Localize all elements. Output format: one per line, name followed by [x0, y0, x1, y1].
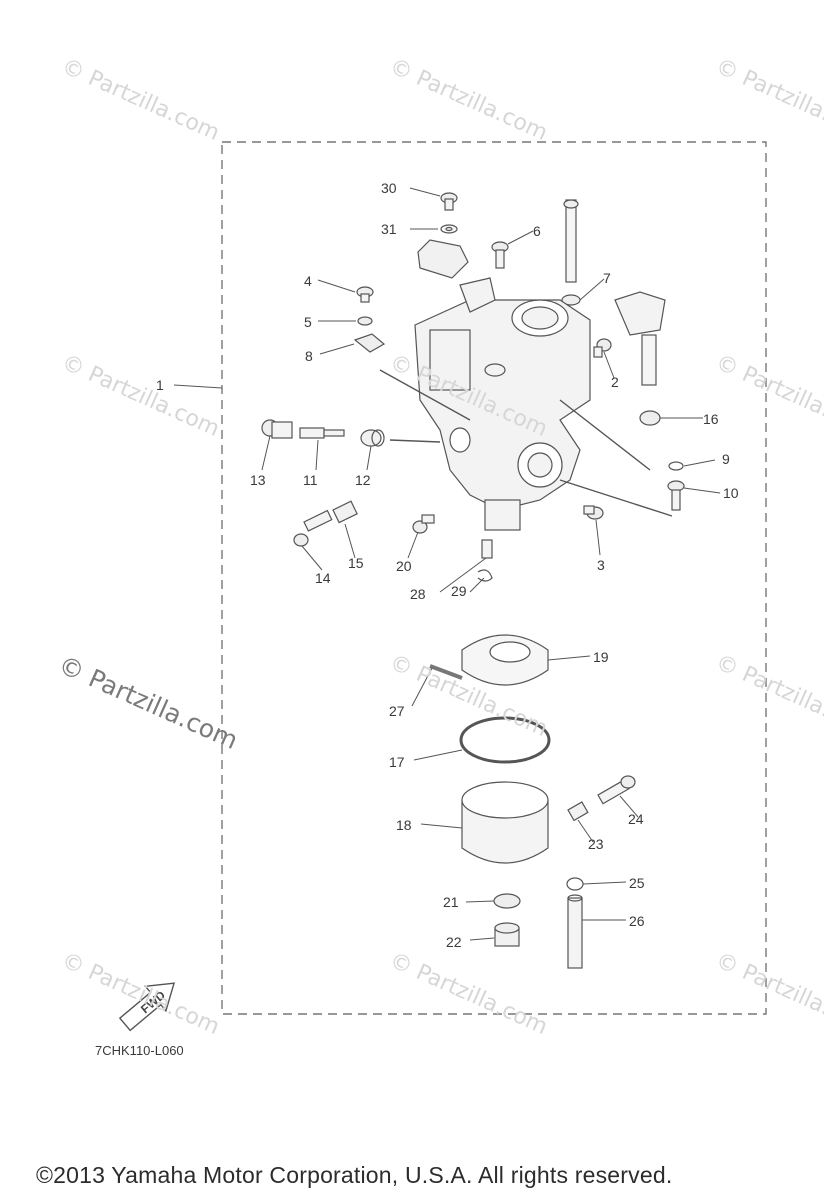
clip-29 — [477, 569, 493, 582]
callout-3: 3 — [597, 557, 605, 573]
needle-valve-28 — [481, 539, 493, 559]
callout-26: 26 — [629, 913, 645, 929]
screw-4 — [356, 286, 374, 303]
bracket — [417, 239, 469, 279]
spring-15 — [332, 500, 358, 524]
leader-lines — [173, 187, 721, 941]
float-bowl-18 — [461, 781, 549, 864]
jet-13 — [261, 419, 293, 439]
callout-23: 23 — [588, 836, 604, 852]
float-19 — [461, 634, 549, 686]
screw-14 — [293, 509, 333, 547]
callout-29: 29 — [451, 583, 467, 599]
screw-2 — [593, 338, 612, 358]
callout-18: 18 — [396, 817, 412, 833]
callout-24: 24 — [628, 811, 644, 827]
plate-8 — [353, 333, 386, 353]
callout-19: 19 — [593, 649, 609, 665]
spring-12 — [360, 429, 385, 447]
callout-12: 12 — [355, 472, 371, 488]
callout-17: 17 — [389, 754, 405, 770]
jet-11 — [299, 427, 345, 439]
callout-11: 11 — [303, 472, 318, 488]
screw-6 — [491, 241, 509, 269]
seal-16 — [639, 410, 661, 426]
tube-26 — [567, 894, 583, 969]
copyright-notice: ©2013 Yamaha Motor Corporation, U.S.A. A… — [36, 1162, 673, 1188]
callout-21: 21 — [443, 894, 459, 910]
callout-22: 22 — [446, 934, 462, 950]
pin-27 — [429, 664, 463, 680]
needle-10 — [667, 480, 685, 511]
washer-5 — [357, 316, 373, 326]
callout-6: 6 — [533, 223, 541, 239]
choke-lever — [614, 291, 666, 386]
drain-screw-22 — [494, 922, 520, 947]
callout-27: 27 — [389, 703, 405, 719]
callout-4: 4 — [304, 273, 312, 289]
callout-28: 28 — [410, 586, 426, 602]
gasket-21 — [493, 893, 521, 909]
callout-16: 16 — [703, 411, 719, 427]
carburetor-body — [414, 277, 591, 531]
long-bolt — [563, 199, 579, 283]
callout-15: 15 — [348, 555, 364, 571]
callout-13: 13 — [250, 472, 266, 488]
gasket-17 — [459, 716, 551, 764]
callout-25: 25 — [629, 875, 645, 891]
callout-8: 8 — [305, 348, 313, 364]
clamp-25 — [566, 877, 584, 891]
washer-31 — [440, 224, 458, 234]
screw-20 — [412, 514, 435, 534]
callout-20: 20 — [396, 558, 412, 574]
o-ring-9 — [668, 461, 684, 471]
callout-5: 5 — [304, 314, 312, 330]
callout-1: 1 — [156, 377, 164, 393]
assembly-boundary — [221, 141, 767, 1015]
callout-31: 31 — [381, 221, 397, 237]
callout-2: 2 — [611, 374, 619, 390]
callout-10: 10 — [723, 485, 739, 501]
callout-7: 7 — [603, 270, 611, 286]
screw-24 — [597, 775, 636, 805]
screw-30 — [440, 192, 458, 211]
drawing-code: 7CHK110-L060 — [95, 1043, 184, 1058]
callout-9: 9 — [722, 451, 730, 467]
screw-3 — [583, 505, 604, 520]
callout-30: 30 — [381, 180, 397, 196]
callout-14: 14 — [315, 570, 331, 586]
spring-23 — [567, 801, 589, 822]
